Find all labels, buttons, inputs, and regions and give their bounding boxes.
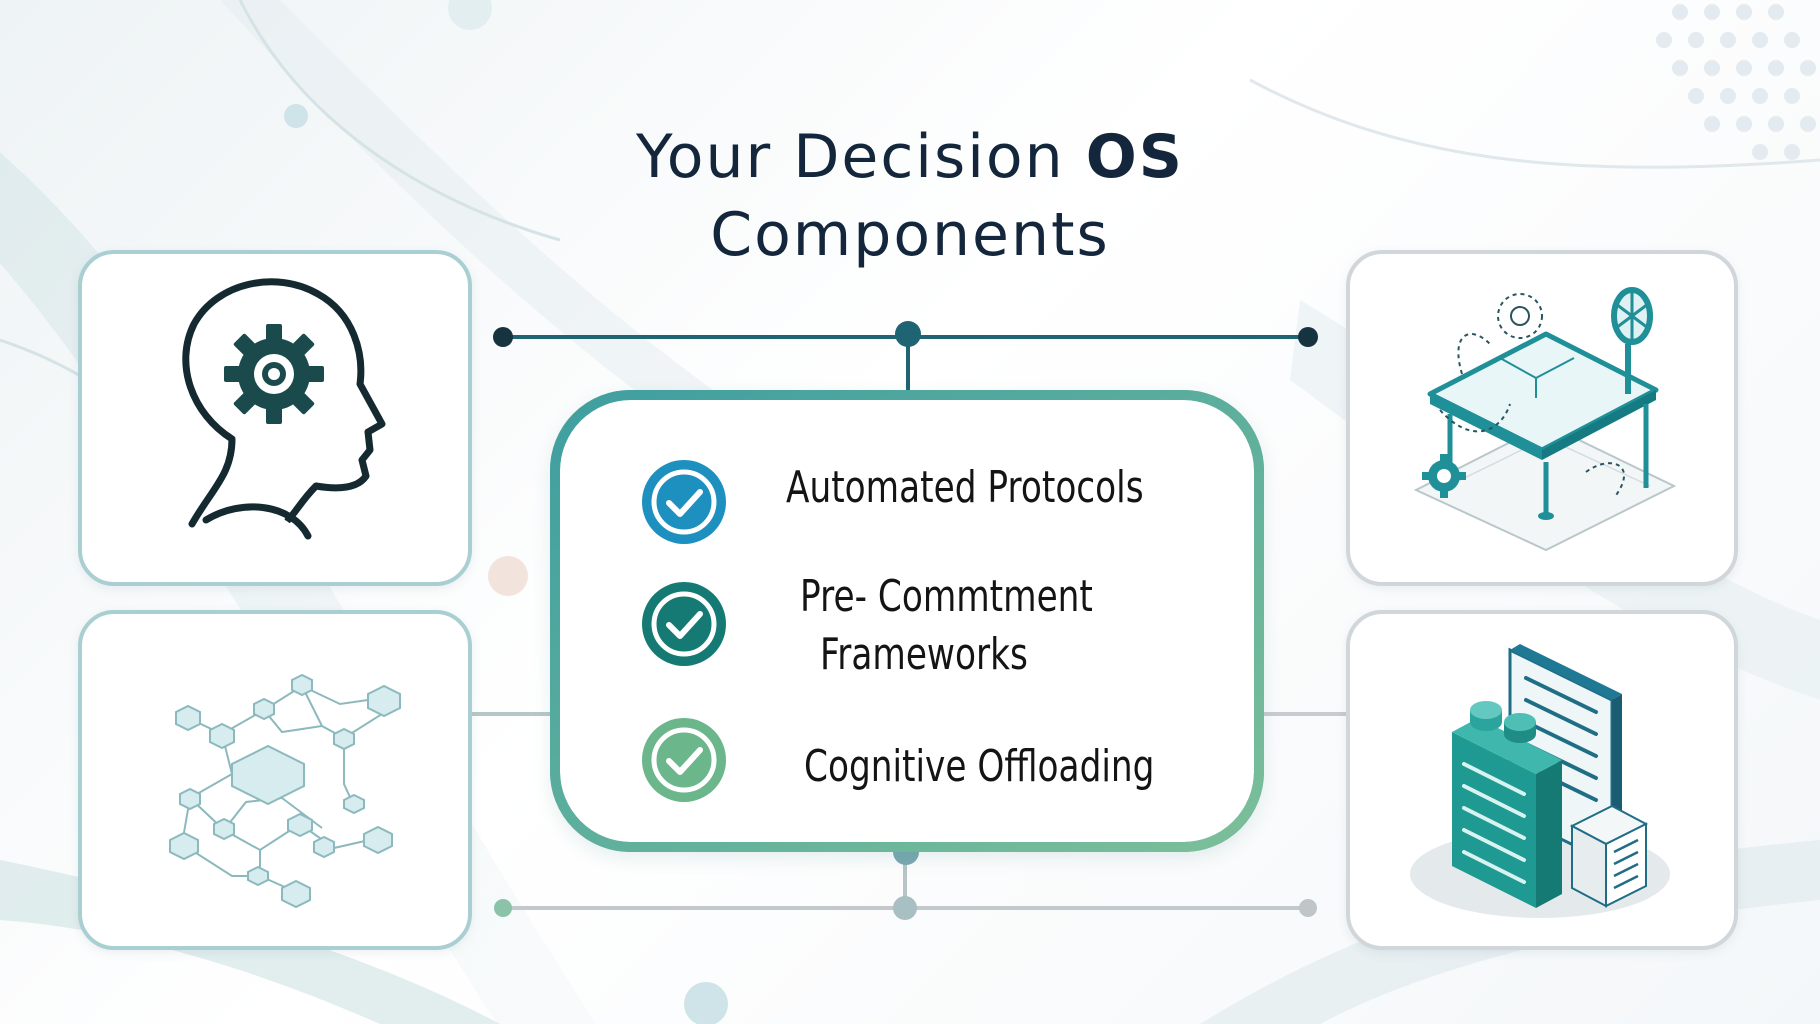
isometric-platform-icon <box>1413 287 1677 552</box>
component-label: Automated Protocols <box>786 462 1144 513</box>
page-title: Your Decision OS Components <box>560 118 1260 274</box>
network-nodes-icon <box>169 673 401 909</box>
title-line1-prefix: Your Decision <box>636 122 1086 192</box>
check-circle-icon <box>642 460 726 544</box>
component-label-line1: Pre- Commtment <box>800 571 1093 622</box>
title-line1-bold: OS <box>1085 122 1184 192</box>
head-gear-icon <box>182 278 386 540</box>
components-card-border <box>550 390 1264 852</box>
connector-node-bottom-left <box>494 899 512 917</box>
card-top-left <box>78 250 472 586</box>
servers-documents-icon <box>1410 644 1670 918</box>
check-circle-icon <box>642 582 726 666</box>
card-bottom-left <box>78 610 472 950</box>
connector-node-bottom-right <box>1299 899 1317 917</box>
title-line2: Components <box>710 200 1110 270</box>
component-label-line2: Frameworks <box>820 629 1028 680</box>
connector-node-center <box>895 321 921 347</box>
component-label: Cognitive Offloading <box>804 741 1155 792</box>
connector-node-bottom-center <box>893 896 917 920</box>
connector-node-right <box>1298 327 1318 347</box>
card-bottom-right <box>1346 610 1738 950</box>
connector-node-left <box>493 327 513 347</box>
check-circle-icon <box>642 718 726 802</box>
card-top-right <box>1346 250 1738 586</box>
